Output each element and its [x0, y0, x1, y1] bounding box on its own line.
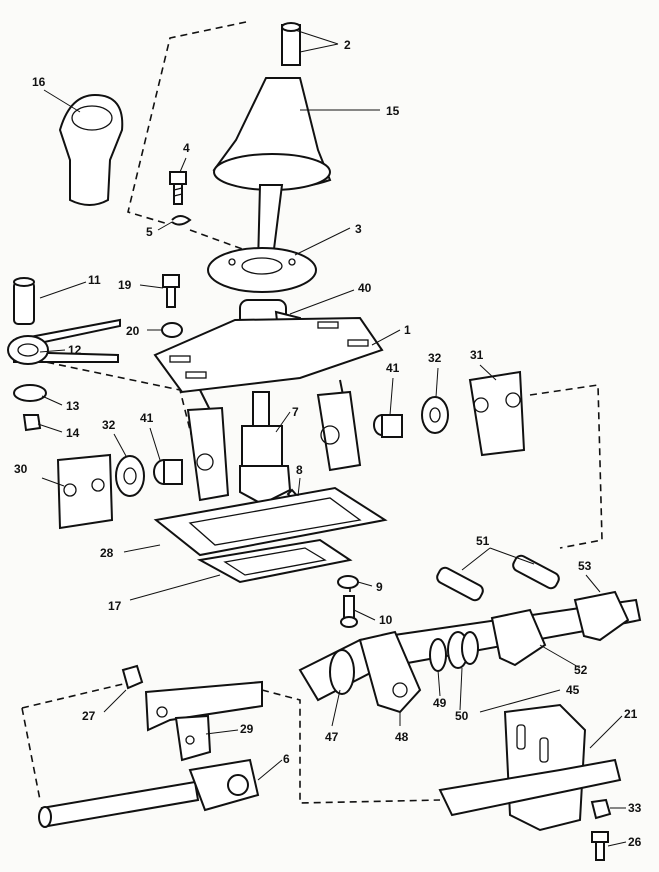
callout-5: 5	[146, 225, 153, 239]
leader-lines	[37, 29, 627, 847]
bushing-41-right	[373, 414, 403, 438]
callout-6: 6	[283, 752, 290, 766]
clamp-47	[329, 649, 355, 695]
bolt-19	[162, 274, 180, 308]
callout-27: 27	[82, 709, 96, 723]
callout-12: 12	[68, 343, 82, 357]
washer-13	[13, 384, 47, 402]
clip-5	[171, 215, 192, 226]
callout-15: 15	[386, 104, 400, 118]
callout-17: 17	[108, 599, 122, 613]
washer-32-left	[115, 455, 145, 497]
callout-53: 53	[578, 559, 592, 573]
callout-8: 8	[296, 463, 303, 477]
gear-lever-assembly	[212, 22, 332, 266]
shift-rod-7	[239, 391, 292, 523]
callout-10: 10	[379, 613, 393, 627]
callout-4: 4	[183, 141, 190, 155]
callout-51: 51	[476, 534, 490, 548]
callout-47: 47	[325, 730, 339, 744]
bushing-41-left	[153, 459, 183, 485]
gasket-28	[153, 486, 388, 557]
bushing-49	[429, 638, 447, 672]
nut-14	[22, 414, 42, 432]
spring-12	[7, 318, 121, 365]
stud-10	[340, 595, 358, 628]
lever-29	[144, 680, 263, 762]
callout-16: 16	[32, 75, 46, 89]
callout-19: 19	[118, 278, 132, 292]
yoke-53	[573, 590, 630, 642]
callout-41-left: 41	[140, 411, 154, 425]
bracket-31	[468, 370, 526, 457]
plate-17	[196, 538, 353, 584]
bolt-4	[169, 171, 187, 205]
pins-51	[436, 554, 560, 602]
callout-30: 30	[14, 462, 28, 476]
callout-48: 48	[395, 730, 409, 744]
callout-40: 40	[358, 281, 372, 295]
callout-3: 3	[355, 222, 362, 236]
callout-45: 45	[566, 683, 580, 697]
callout-9: 9	[376, 580, 383, 594]
callout-labels: 2 15 16 4 5 3 11 19 40 20 1 12 13 14 41 …	[14, 38, 642, 849]
callout-11: 11	[88, 273, 101, 287]
callout-41-right: 41	[386, 361, 400, 375]
block-52	[490, 608, 547, 667]
callout-26: 26	[628, 835, 642, 849]
lever-48	[358, 630, 422, 714]
bushing-50	[447, 631, 479, 669]
washer-20	[161, 322, 183, 338]
bracket-30	[56, 453, 114, 530]
selector-arm-right	[316, 390, 362, 472]
lever-tip-top	[281, 22, 301, 32]
bracket-21	[438, 703, 622, 832]
washer-32-right	[421, 396, 449, 434]
callout-33: 33	[628, 801, 642, 815]
washer-9	[337, 575, 359, 589]
callout-52: 52	[574, 663, 588, 677]
callout-29: 29	[240, 722, 254, 736]
callout-1: 1	[404, 323, 411, 337]
gear-knob-16	[58, 93, 124, 206]
guide-plate-3	[207, 247, 317, 293]
callout-14: 14	[66, 426, 80, 440]
nut-33	[590, 798, 612, 820]
rod-6	[38, 758, 260, 828]
callout-32-left: 32	[102, 418, 116, 432]
callout-21: 21	[624, 707, 638, 721]
callout-28: 28	[100, 546, 114, 560]
callout-2: 2	[344, 38, 351, 52]
callout-31: 31	[470, 348, 484, 362]
callout-13: 13	[66, 399, 80, 413]
callout-7: 7	[292, 405, 299, 419]
callout-20: 20	[126, 324, 140, 338]
callout-50: 50	[455, 709, 469, 723]
nut-27	[121, 664, 144, 690]
spring-pin-11	[13, 277, 35, 325]
callout-32-right: 32	[428, 351, 442, 365]
callout-49: 49	[433, 696, 447, 710]
selector-arm-left	[186, 406, 230, 502]
bolt-26	[591, 831, 609, 861]
